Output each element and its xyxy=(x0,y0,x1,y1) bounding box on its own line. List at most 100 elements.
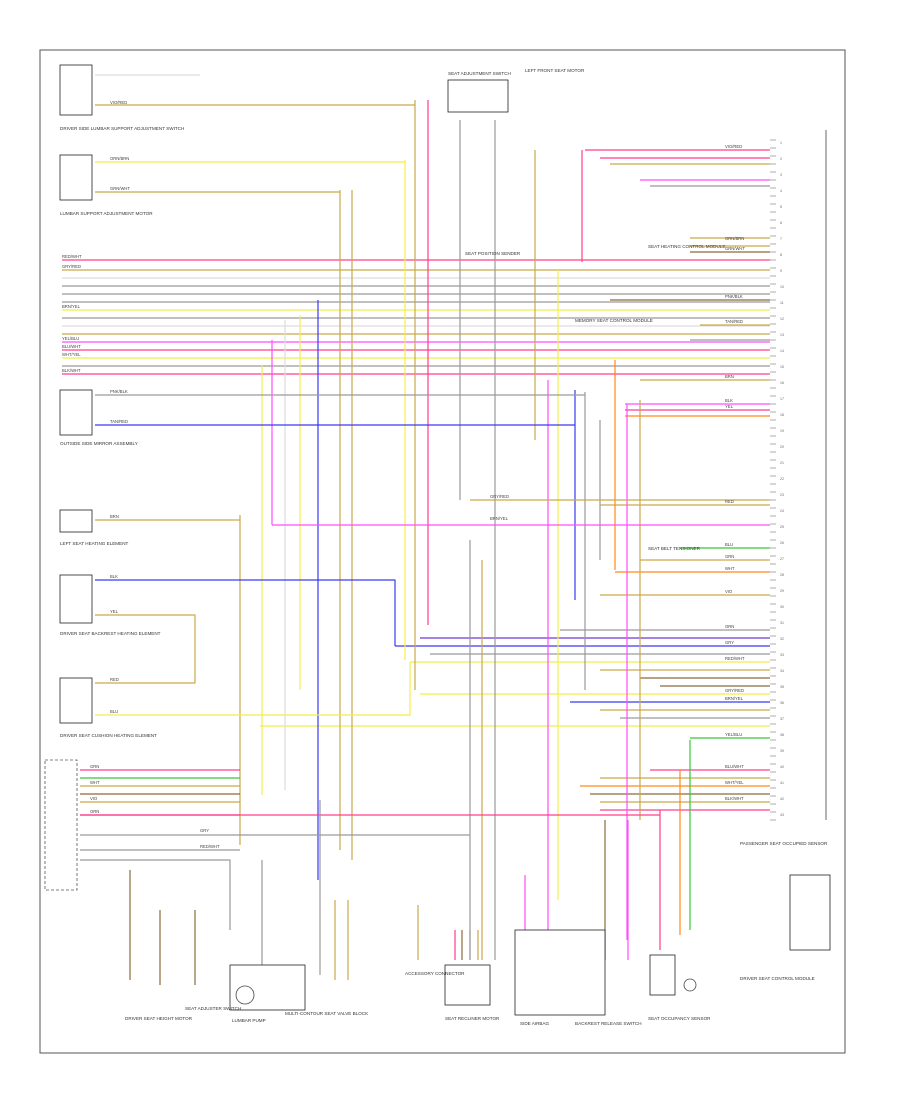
pin-number: 42 xyxy=(780,797,784,801)
wire-color-label: GRY/RED xyxy=(725,688,744,693)
wire-color-label: BLU xyxy=(110,709,118,714)
pin-number: 20 xyxy=(780,445,784,449)
pin-number: 22 xyxy=(780,477,784,481)
wire-color-label: GRN/WHT xyxy=(725,246,745,251)
valve-block-box xyxy=(444,964,491,1006)
diagram-frame xyxy=(39,49,846,1054)
wire-color-label: YEL/BLU xyxy=(725,732,742,737)
pin-number: 26 xyxy=(780,541,784,545)
wire-color-label: GRY/RED xyxy=(490,494,509,499)
pump-motor-symbol xyxy=(235,985,255,1005)
wire-color-label: RED xyxy=(725,499,734,504)
lead-wire xyxy=(95,579,396,646)
wire-color-label: BLU xyxy=(725,542,733,547)
component-label: DRIVER SEAT CONTROL MODULE xyxy=(740,976,815,981)
component-label: SEAT BELT TENSIONER xyxy=(648,546,701,551)
wire-color-label: GRN/WHT xyxy=(110,186,130,191)
wire-color-label: GRN xyxy=(725,554,734,559)
component-label: SEAT RECLINER MOTOR xyxy=(445,1016,500,1021)
pin-number: 11 xyxy=(780,301,784,305)
wire-color-label: RED/WHT xyxy=(200,844,220,849)
lumbar-pump-box xyxy=(229,964,306,1011)
wire-color-label: BRN xyxy=(110,514,119,519)
pin-number: 4 xyxy=(780,189,782,193)
pin-number: 34 xyxy=(780,669,784,673)
pin-number: 19 xyxy=(780,429,784,433)
wire-color-label: BRN/YEL xyxy=(725,696,744,701)
wire-color-label: WHT xyxy=(725,566,735,571)
pin-number: 8 xyxy=(780,253,782,257)
pin-number: 27 xyxy=(780,557,784,561)
pin-number: 41 xyxy=(780,781,784,785)
harness-wire xyxy=(80,859,231,930)
wire-color-label: BLK/WHT xyxy=(62,368,81,373)
component-layer xyxy=(39,49,846,1054)
wire-color-label: WHT/YEL xyxy=(725,780,744,785)
component-label: SEAT OCCUPANCY SENSOR xyxy=(648,1016,711,1021)
component-label: ACCESSORY CONNECTOR xyxy=(405,971,465,976)
pin-number: 13 xyxy=(780,333,784,337)
pin-number: 25 xyxy=(780,525,784,529)
component-label: SEAT POSITION SENDER xyxy=(465,251,521,256)
wire-color-label: GRN xyxy=(90,764,99,769)
lead-wire xyxy=(95,650,196,684)
label-layer: DRIVER SIDE LUMBAR SUPPORT ADJUSTMENT SW… xyxy=(60,68,828,1026)
pin-number: 39 xyxy=(780,749,784,753)
component-label: SEAT ADJUSTMENT SWITCH xyxy=(448,71,511,76)
wire-color-label: BLK/WHT xyxy=(725,796,744,801)
cushion-heat-box xyxy=(59,677,93,724)
control-unit-outline xyxy=(44,759,78,891)
pin-number: 18 xyxy=(780,413,784,417)
wire-color-label: PNK/BLK xyxy=(725,294,743,299)
pin-number: 28 xyxy=(780,573,784,577)
wire-color-label: YEL xyxy=(110,609,119,614)
seat-heat-box xyxy=(59,509,93,533)
wire-color-label: BRN/YEL xyxy=(62,304,81,309)
wire-color-label: WHT xyxy=(90,780,100,785)
pin-number: 3 xyxy=(780,173,782,177)
wire-color-label: VIO/RED xyxy=(725,144,742,149)
wire-color-label: TAN/RED xyxy=(725,319,743,324)
component-label: SIDE AIRBAG xyxy=(520,1021,550,1026)
wire-color-label: BLU/WHT xyxy=(725,764,744,769)
pin-number: 36 xyxy=(780,701,784,705)
wire-color-label: BRN/YEL xyxy=(490,516,509,521)
pin-number: 2 xyxy=(780,157,782,161)
component-label: SEAT HEATING CONTROL MODULE xyxy=(648,244,725,249)
seat-adjust-switch-box xyxy=(447,79,509,113)
wire-color-label: BLK xyxy=(725,398,733,403)
component-label: PASSENGER SEAT OCCUPIED SENSOR xyxy=(740,841,828,846)
pin-number: 1 xyxy=(780,141,782,145)
mirror-box xyxy=(59,389,93,436)
wire-color-label: ORN xyxy=(725,624,734,629)
wire-color-label: ORN xyxy=(90,809,99,814)
wire-color-label: VIO xyxy=(90,796,98,801)
pin-number: 24 xyxy=(780,509,784,513)
wire-color-label: PNK/BLK xyxy=(110,389,128,394)
pin-number: 10 xyxy=(780,285,784,289)
wire-color-label: ORN/BRN xyxy=(110,156,129,161)
occupancy-sensor-box xyxy=(649,954,676,996)
pin-number: 40 xyxy=(780,765,784,769)
pin-number: 12 xyxy=(780,317,784,321)
wire-color-label: VIO xyxy=(725,589,733,594)
component-label: LUMBAR SUPPORT ADJUSTMENT MOTOR xyxy=(60,211,153,216)
seat-switch-box xyxy=(59,64,93,116)
component-label: DRIVER SEAT CUSHION HEATING ELEMENT xyxy=(60,733,157,738)
wire-color-label: GRY xyxy=(725,640,734,645)
pin-number: 30 xyxy=(780,605,784,609)
pin-number: 23 xyxy=(780,493,784,497)
pin-number: 5 xyxy=(780,205,782,209)
backrest-heat-box xyxy=(59,574,93,624)
component-label: MEMORY SEAT CONTROL MODULE xyxy=(575,318,653,323)
wire-color-label: ORN/BRN xyxy=(725,236,744,241)
wire-color-label: RED xyxy=(110,677,119,682)
ground-symbol xyxy=(683,978,697,992)
wire-color-label: BLU/WHT xyxy=(62,344,81,349)
component-label: LUMBAR PUMP xyxy=(232,1018,266,1023)
lead-wire xyxy=(95,614,196,650)
wire-color-label: RED/WHT xyxy=(62,254,82,259)
pin-number: 29 xyxy=(780,589,784,593)
wire-color-label: BRN xyxy=(725,374,734,379)
wire-color-label: RED/WHT xyxy=(725,656,745,661)
